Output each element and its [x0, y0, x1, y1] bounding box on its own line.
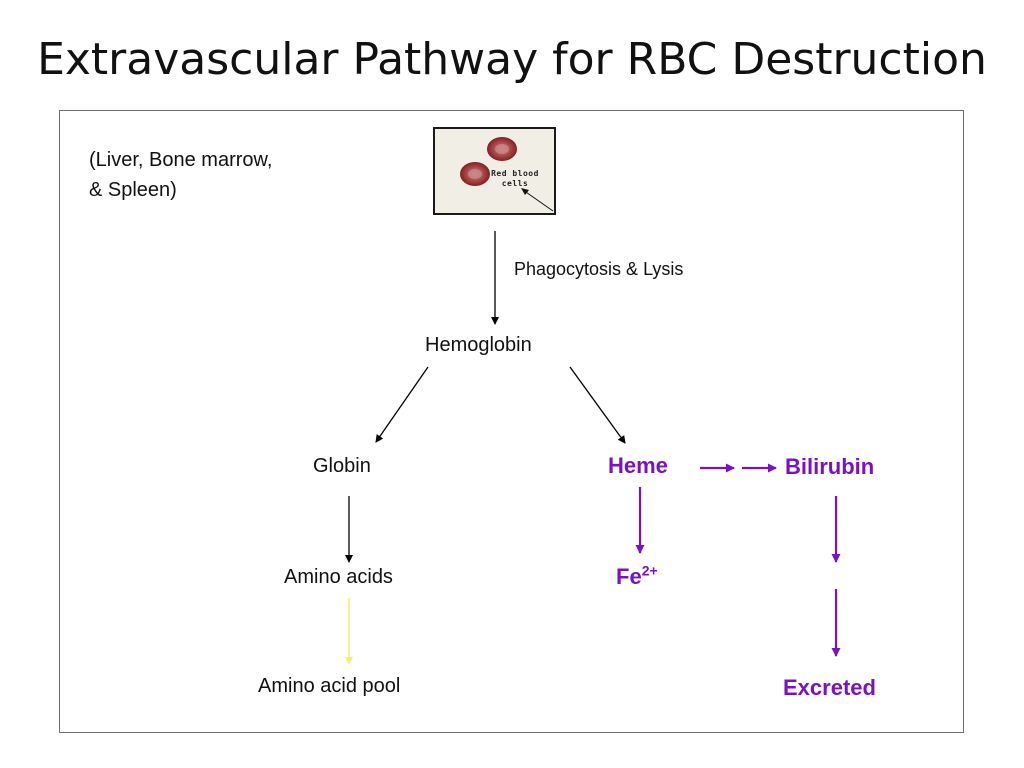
red-blood-cells-illustration: [460, 137, 554, 212]
diagram-frame: [59, 110, 964, 733]
arrow-hemoglobin-to-heme: [569, 366, 626, 444]
arrow-hemoglobin-to-globin: [375, 366, 429, 443]
red-blood-label-line2: cells: [501, 179, 529, 188]
iron-label: Fe2+: [616, 564, 658, 590]
slide-title: Extravascular Pathway for RBC Destructio…: [37, 34, 987, 85]
red-blood-cells-label: Red blood cells: [487, 169, 543, 189]
bilirubin-label: Bilirubin: [785, 454, 875, 479]
red-blood-label-line1: Red blood: [491, 169, 539, 178]
location-note: (Liver, Bone marrow, & Spleen): [89, 149, 273, 201]
heme-label: Heme: [608, 453, 668, 478]
red-blood-cells-image: Red blood cells: [433, 127, 556, 215]
iron-symbol: Fe: [616, 564, 642, 589]
hemoglobin-label: Hemoglobin: [425, 334, 532, 356]
iron-charge: 2+: [641, 562, 658, 579]
amino-acids-label: Amino acids: [284, 566, 393, 588]
excreted-label: Excreted: [783, 675, 876, 700]
amino-acid-pool-label: Amino acid pool: [258, 675, 401, 697]
phagocytosis-label: Phagocytosis & Lysis: [514, 259, 684, 279]
globin-label: Globin: [313, 455, 371, 477]
